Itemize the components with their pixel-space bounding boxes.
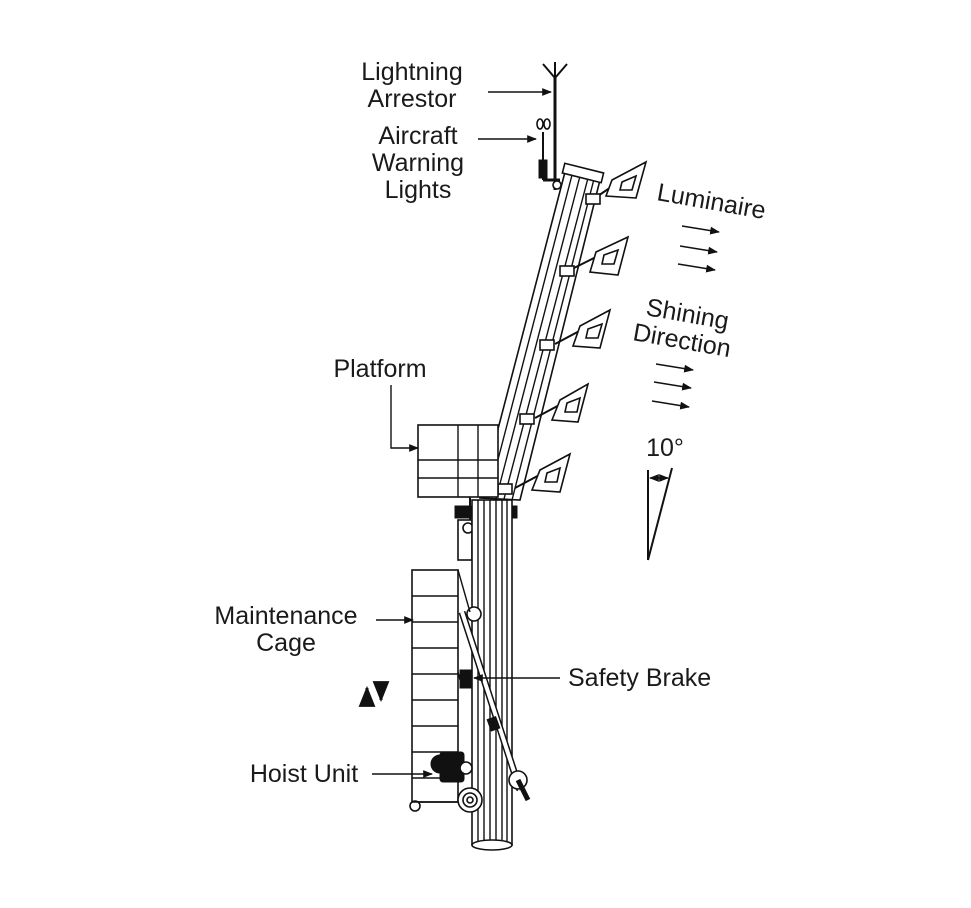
aircraft-warning-lights	[536, 118, 562, 190]
lightning-arrestor-label-2: Arrestor	[368, 85, 457, 113]
hoist-unit	[430, 751, 483, 813]
angle-indicator	[647, 467, 673, 561]
safety-brake-label: Safety Brake	[568, 664, 711, 692]
leader-lines	[372, 88, 560, 778]
shining-direction-arrows	[651, 225, 720, 410]
platform-label: Platform	[333, 355, 426, 383]
angle-label: 10°	[646, 434, 684, 462]
aircraft-warning-lights-label-3: Lights	[385, 176, 452, 204]
lightning-arrestor	[542, 62, 568, 190]
aircraft-warning-lights-label-2: Warning	[372, 149, 464, 177]
up-down-arrows-icon	[358, 681, 390, 707]
lightning-arrestor-label-1: Lightning	[361, 58, 462, 86]
mast-head	[478, 162, 605, 501]
luminaire-label: Luminaire	[655, 178, 768, 225]
luminaire-3	[539, 308, 612, 351]
luminaires	[497, 160, 648, 495]
maintenance-cage-label-2: Cage	[256, 629, 316, 657]
aircraft-warning-lights-label-1: Aircraft	[378, 122, 457, 150]
luminaire-5	[497, 452, 572, 495]
guide-rail	[458, 606, 531, 802]
maintenance-cage-label-1: Maintenance	[214, 602, 357, 630]
safety-brake	[457, 669, 473, 689]
luminaire-4	[519, 382, 590, 425]
luminaire-2	[559, 235, 630, 277]
hoist-unit-label: Hoist Unit	[250, 760, 358, 788]
luminaire-1	[585, 160, 648, 205]
